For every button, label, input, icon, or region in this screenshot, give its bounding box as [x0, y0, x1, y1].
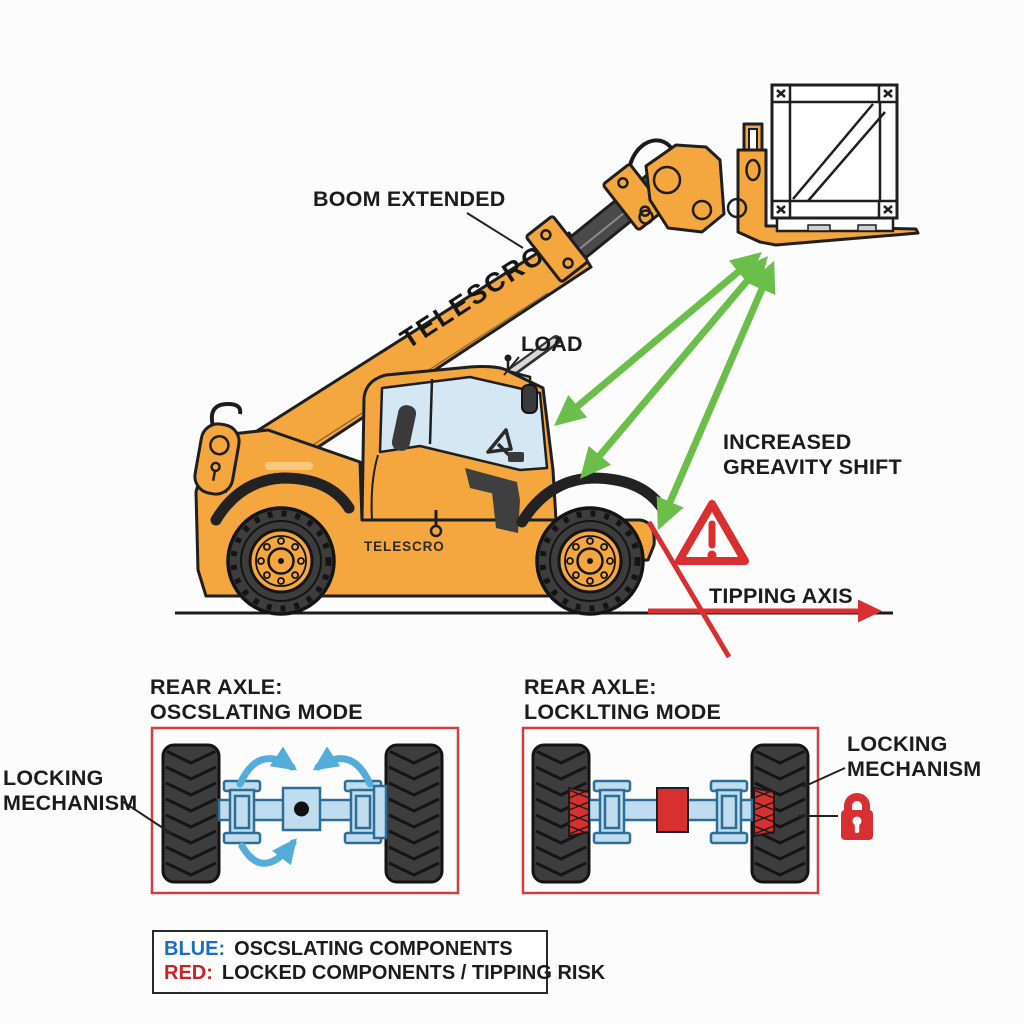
- steering-wheel: [486, 428, 524, 462]
- oscillating-panel-border: [150, 726, 460, 895]
- legend-blue-term: BLUE:: [164, 938, 226, 960]
- locked-panel-border: [521, 726, 820, 895]
- hydraulic-hose: [628, 138, 675, 166]
- locked-center-block: [656, 787, 689, 833]
- vent-panel-lower: [492, 492, 520, 533]
- tipping-pivot-line: [646, 520, 732, 659]
- right-tire: [386, 745, 442, 891]
- pivot-point: [294, 801, 309, 817]
- axle-bracket: [592, 779, 632, 845]
- locking-mechanism-label-right: LOCKING MECHANISM: [847, 732, 982, 781]
- boom-extended-label: BOOM EXTENDED: [313, 187, 506, 211]
- door-lock: [429, 510, 443, 538]
- legend-red-row: RED: LOCKED COMPONENTS / TIPPING RISK: [164, 961, 605, 985]
- exhaust-pipe: [209, 401, 243, 431]
- load-label-leader: [503, 356, 520, 376]
- locking-label-leader-right: [802, 767, 846, 788]
- cab: TELESCRO: [360, 354, 558, 554]
- crate: [770, 83, 899, 233]
- oscillating-axle-panel: [150, 726, 460, 895]
- load-label: LOAD: [521, 332, 583, 356]
- mirror: [504, 354, 538, 414]
- body-brand-text: TELESCRO: [364, 539, 445, 554]
- tipping-axis-label: TIPPING AXIS: [709, 584, 853, 608]
- front-wheel: [537, 508, 643, 614]
- boom-extension: [525, 138, 726, 283]
- left-tire: [163, 745, 219, 891]
- rear-fender: [210, 472, 355, 526]
- oscillation-arrows: [236, 746, 374, 867]
- side-plate: [372, 784, 388, 840]
- locking-mechanism-label-left: LOCKING MECHANISM: [3, 766, 138, 815]
- lock-icon: [841, 793, 873, 840]
- gravity-shift-label: INCREASED GREAVITY SHIFT: [723, 430, 902, 479]
- fork-carriage: [726, 122, 920, 247]
- oscillating-mode-title: REAR AXLE: OSCSLATING MODE: [150, 675, 363, 724]
- axle-bracket: [222, 779, 262, 845]
- cab-glass: [378, 375, 549, 472]
- boom-pivot-bracket: [193, 422, 241, 496]
- boom-label-leader: [466, 212, 524, 249]
- legend-red-term: RED:: [164, 962, 213, 984]
- legend: BLUE: OSCSLATING COMPONENTS RED: LOCKED …: [152, 930, 605, 994]
- vent-panel: [465, 468, 520, 500]
- warning-icon: [675, 500, 749, 565]
- lock-wedge-right: [753, 787, 775, 837]
- locking-label-leader-left: [121, 800, 173, 835]
- legend-blue-desc: OSCSLATING COMPONENTS: [234, 938, 513, 960]
- seat: [391, 405, 417, 451]
- rear-wheel: [228, 508, 334, 614]
- crate-corner-x-marks: [770, 83, 899, 220]
- axle-bracket: [709, 779, 749, 845]
- locked-axle-panel: [521, 726, 820, 895]
- gravity-shift-arrows: [554, 252, 776, 531]
- lock-wedge-left: [568, 787, 590, 837]
- locked-mode-title: REAR AXLE: LOCKLTING MODE: [524, 675, 722, 724]
- legend-red-desc: LOCKED COMPONENTS / TIPPING RISK: [221, 962, 606, 984]
- legend-blue-row: BLUE: OSCSLATING COMPONENTS: [164, 937, 536, 961]
